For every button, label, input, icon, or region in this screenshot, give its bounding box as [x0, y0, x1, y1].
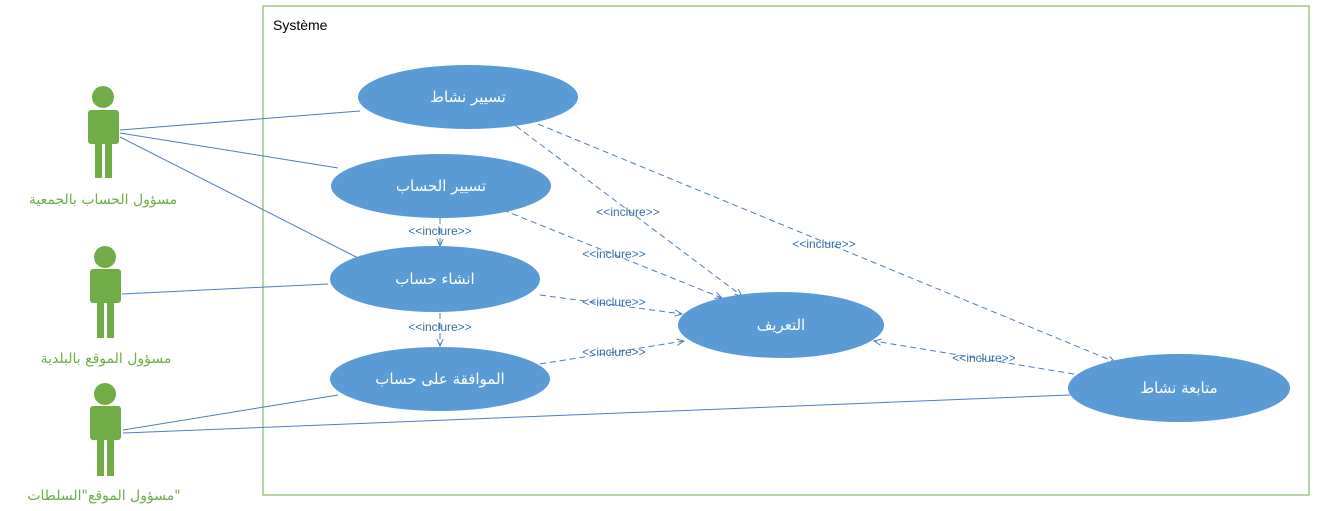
relation-label: <<inclure>>	[596, 205, 659, 219]
system-boundary	[262, 5, 1310, 496]
assoc-association-create-account	[119, 136, 367, 263]
associations	[119, 110, 1071, 434]
use-case-label: الموافقة على حساب	[375, 370, 504, 388]
use-case-label: التعريف	[757, 316, 805, 334]
use-case-follow-activity[interactable]: متابعة نشاط	[1068, 354, 1290, 422]
include-approve-account-identification	[539, 341, 684, 365]
use-case-create-account[interactable]: انشاء حساب	[330, 246, 540, 312]
include-manage-activity-identification	[515, 125, 742, 296]
use-case-manage-account[interactable]: تسيير الحساب	[331, 154, 551, 218]
relation-label: <<inclure>>	[582, 345, 645, 359]
actor-stick-figure-icon	[88, 86, 119, 178]
assoc-association-manage-account	[119, 132, 339, 169]
relation-label: <<inclure>>	[408, 320, 471, 334]
use-cases: تسيير نشاط تسيير الحساب انشاء حساب الموا…	[330, 65, 1290, 422]
include-follow-activity-identification	[874, 341, 1075, 375]
relation-labels: <<inclure>> <<inclure>> <<inclure>> <<in…	[408, 205, 1015, 365]
assoc-association-manage-activity	[119, 110, 361, 131]
use-case-identification[interactable]: التعريف	[678, 292, 884, 358]
actor-authorities[interactable]: مسؤول الموقع"السلطات"	[27, 383, 181, 504]
actors: مسؤول الحساب بالجمعية مسؤول الموقع بالبل…	[27, 86, 181, 504]
use-case-label: انشاء حساب	[395, 270, 474, 288]
actor-stick-figure-icon	[90, 383, 121, 476]
relation-label: <<inclure>>	[582, 295, 645, 309]
system-label: Système	[273, 17, 328, 33]
relation-label: <<inclure>>	[408, 224, 471, 238]
use-case-label: تسيير الحساب	[396, 177, 486, 195]
include-relations	[440, 123, 1115, 375]
use-case-manage-activity[interactable]: تسيير نشاط	[358, 65, 578, 129]
include-create-account-identification	[539, 294, 682, 314]
actor-stick-figure-icon	[90, 246, 121, 338]
actor-label: مسؤول الموقع بالبلدية	[41, 351, 172, 367]
actor-label: مسؤول الموقع"السلطات"	[27, 488, 180, 504]
use-case-approve-account[interactable]: الموافقة على حساب	[330, 347, 550, 411]
use-case-label: تسيير نشاط	[430, 88, 506, 106]
use-case-label: متابعة نشاط	[1140, 379, 1217, 397]
actor-municipality[interactable]: مسؤول الموقع بالبلدية	[41, 246, 172, 367]
assoc-authorities-approve-account	[122, 394, 339, 431]
actor-label: مسؤول الحساب بالجمعية	[29, 192, 177, 208]
actor-association[interactable]: مسؤول الحساب بالجمعية	[29, 86, 177, 208]
relation-label: <<inclure>>	[952, 351, 1015, 365]
include-manage-activity-follow-activity	[537, 123, 1115, 362]
relation-label: <<inclure>>	[582, 247, 645, 261]
relation-label: <<inclure>>	[792, 237, 855, 251]
assoc-authorities-follow-activity	[122, 394, 1071, 434]
assoc-municipality-create-account	[121, 283, 329, 295]
